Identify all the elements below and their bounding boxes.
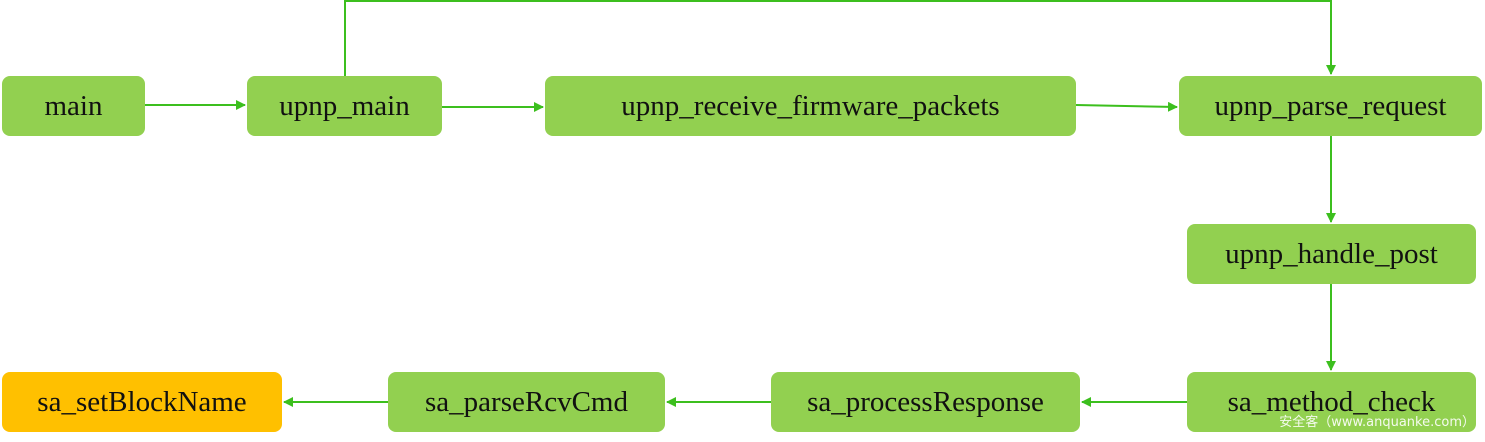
node-sa-process-response: sa_processResponse	[771, 372, 1080, 432]
node-label: upnp_parse_request	[1214, 89, 1447, 122]
node-label: upnp_main	[279, 89, 410, 122]
node-label: upnp_receive_firmware_packets	[621, 89, 1000, 122]
node-label: sa_setBlockName	[37, 385, 247, 418]
node-sa-set-block-name: sa_setBlockName	[2, 372, 282, 432]
node-upnp-main: upnp_main	[247, 76, 442, 136]
node-upnp-handle-post: upnp_handle_post	[1187, 224, 1476, 284]
node-upnp-receive-firmware-packets: upnp_receive_firmware_packets	[545, 76, 1076, 136]
watermark: 安全客（www.anquanke.com）	[1279, 415, 1475, 430]
edge-receive-firmware-packets-to-parse-request	[1075, 101, 1178, 112]
node-label: sa_method_check	[1227, 385, 1436, 418]
node-main: main	[2, 76, 145, 136]
edge-upnp-main-to-parse-request	[344, 0, 1336, 76]
node-sa-parse-rcv-cmd: sa_parseRcvCmd	[388, 372, 665, 432]
node-upnp-parse-request: upnp_parse_request	[1179, 76, 1482, 136]
node-label: sa_processResponse	[807, 385, 1044, 418]
node-label: upnp_handle_post	[1225, 237, 1438, 270]
node-label: main	[44, 89, 103, 122]
node-sa-method-check: sa_method_check	[1187, 372, 1476, 432]
node-label: sa_parseRcvCmd	[425, 385, 628, 418]
